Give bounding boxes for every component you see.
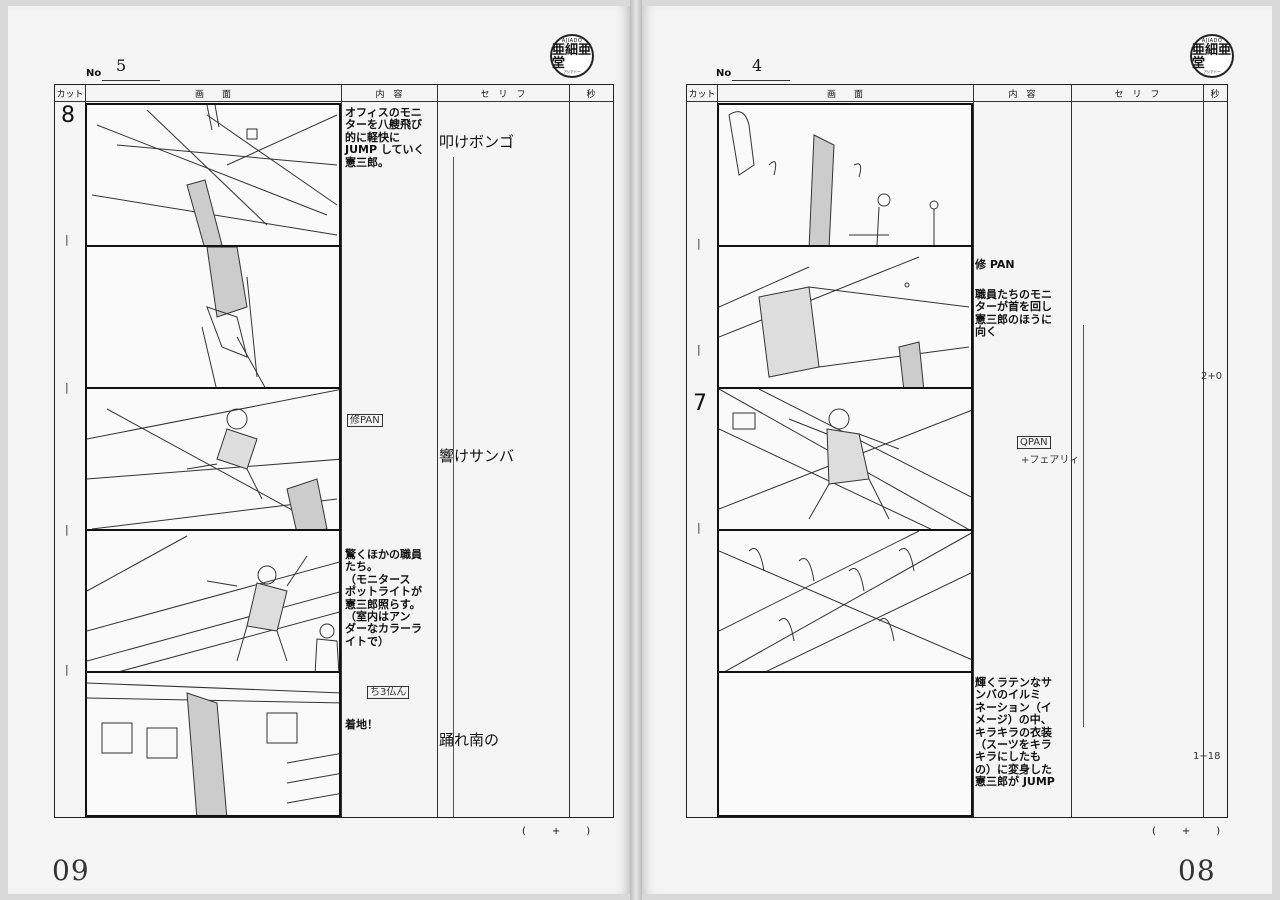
logo-sub: アジアドー: [563, 69, 581, 74]
cut-tick: |: [697, 237, 701, 250]
camera-note: QPAN: [1017, 436, 1051, 449]
col-divider: [973, 85, 974, 817]
storyboard-frame: [85, 245, 341, 389]
header-dialogue: セ リ フ: [480, 89, 526, 100]
sketch: [719, 389, 971, 529]
storyboard-sheet: カット 画 面 内 容 セ リ フ 秒 8 | | | |: [54, 84, 614, 818]
content-cell: 修 PAN: [975, 258, 1015, 271]
content-cell: 驚くほかの職員 たち。 （モニタース ポットライトが 憲三郎照らす。 （室内はア…: [345, 548, 422, 648]
time-note: 1+18: [1193, 751, 1221, 762]
studio-logo: AJIADO 亜細亜堂 アジアドー: [1190, 34, 1234, 78]
right-page: No 4 AJIADO 亜細亜堂 アジアドー カット 画 面 内 容 セ リ フ…: [642, 6, 1272, 894]
book-gutter: [630, 0, 642, 900]
sketch: [728, 111, 939, 245]
logo-main: 亜細亜堂: [552, 42, 592, 71]
sketch: [719, 256, 970, 387]
col-divider: [437, 85, 438, 817]
header-dialogue: セ リ フ: [1114, 89, 1160, 100]
cut-tick: |: [65, 523, 69, 536]
header-cut: カット: [688, 89, 716, 100]
header-screen: 画 面: [194, 89, 231, 100]
left-page: No 5 AJIADO 亜細亜堂 アジアドー カット 画 面 内 容 セ リ フ…: [8, 6, 630, 894]
dialogue-duration-line: [1083, 325, 1084, 727]
storyboard-frame: [85, 387, 341, 531]
sketch: [91, 105, 338, 245]
col-divider: [341, 85, 342, 817]
dialogue-duration-line: [453, 157, 454, 817]
header-cut: カット: [56, 89, 84, 100]
storyboard-frame: [85, 671, 341, 817]
no-value: 4: [752, 56, 763, 75]
cut-tick: |: [697, 521, 701, 534]
sketch: [719, 531, 971, 671]
dialogue-line: 響けサンバ: [439, 447, 515, 465]
no-underline: [732, 80, 790, 81]
logo-brand: AJIADO: [1201, 37, 1223, 44]
header-divider: [55, 101, 613, 102]
cut-tick: |: [65, 381, 69, 394]
logo-main: 亜細亜堂: [1192, 42, 1232, 71]
no-label: No: [716, 68, 732, 79]
content-cell: 着地！: [345, 718, 378, 731]
cut-tick: |: [65, 233, 69, 246]
sketch: [201, 247, 266, 387]
dialogue-line: 叩けボンゴ: [439, 133, 515, 151]
header-divider: [687, 101, 1227, 102]
storyboard-frame: [85, 103, 341, 247]
header-seconds: 秒: [1210, 89, 1220, 100]
cut-tick: |: [65, 663, 69, 676]
cut-number: 8: [61, 103, 75, 128]
cut-number: 7: [693, 391, 707, 416]
dialogue-line: 踊れ南の: [439, 731, 500, 749]
sketch: [87, 682, 339, 815]
header-seconds: 秒: [586, 89, 596, 100]
time-footer: ( + ): [1152, 826, 1223, 837]
content-cell: 職員たちのモニ ターが首を回し 憲三郎のほうに 向く: [975, 288, 1052, 339]
storyboard-frame: [717, 387, 973, 531]
storyboard-frame: [717, 671, 973, 817]
no-underline: [102, 80, 160, 81]
time-note: 2+0: [1201, 371, 1223, 382]
no-value: 5: [116, 56, 127, 75]
content-cell: 輝くラテンなサ ンバのイルミ ネーション（イ メージ）の中、 キラキラの衣装 （…: [975, 676, 1055, 789]
studio-logo: AJIADO 亜細亜堂 アジアドー: [550, 34, 594, 78]
page-number: 09: [52, 854, 90, 887]
col-divider: [1203, 85, 1204, 817]
logo-sub: アジアドー: [1203, 69, 1221, 74]
storyboard-sheet: カット 画 面 内 容 セ リ フ 秒 7 | | |: [686, 84, 1228, 818]
time-footer: ( + ): [522, 826, 593, 837]
col-divider: [1071, 85, 1072, 817]
storyboard-frame: [717, 103, 973, 247]
sketch: [87, 389, 339, 529]
logo-brand: AJIADO: [561, 37, 583, 44]
header-content: 内 容: [1008, 89, 1036, 100]
col-divider: [569, 85, 570, 817]
storyboard-frame: [85, 529, 341, 673]
storyboard-frame: [717, 245, 973, 389]
cut-tick: |: [697, 343, 701, 356]
page-number: 08: [1178, 854, 1216, 887]
no-label: No: [86, 68, 102, 79]
effect-note: +フェアリィ: [1021, 455, 1080, 466]
camera-note: 修PAN: [347, 414, 383, 427]
header-content: 内 容: [375, 89, 403, 100]
sketch: [87, 535, 339, 671]
header-screen: 画 面: [826, 89, 863, 100]
content-cell: オフィスのモニ ターを八艘飛び 的に軽快に JUMP していく 憲三郎。: [345, 106, 425, 169]
camera-note: ち3仏ん: [367, 686, 410, 699]
storyboard-frame: [717, 529, 973, 673]
